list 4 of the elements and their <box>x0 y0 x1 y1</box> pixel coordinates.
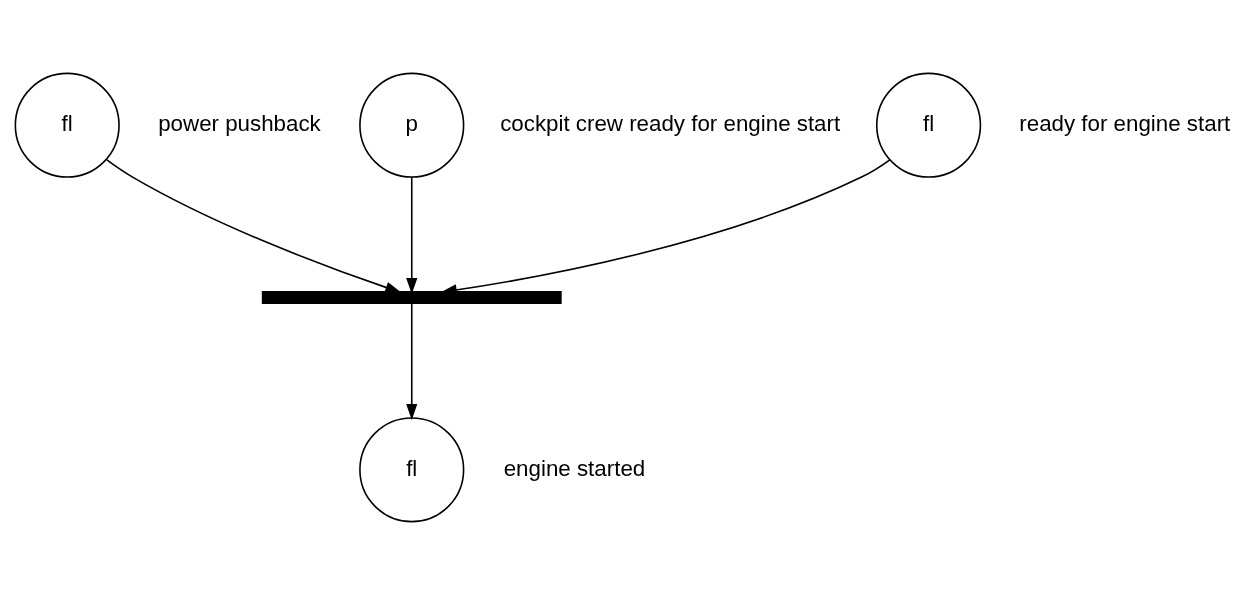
node-label: power pushback <box>158 111 321 137</box>
node-label: ready for engine start <box>1019 111 1231 137</box>
node-label: engine started <box>503 455 646 481</box>
node-label: cockpit crew ready for engine start <box>500 111 841 137</box>
